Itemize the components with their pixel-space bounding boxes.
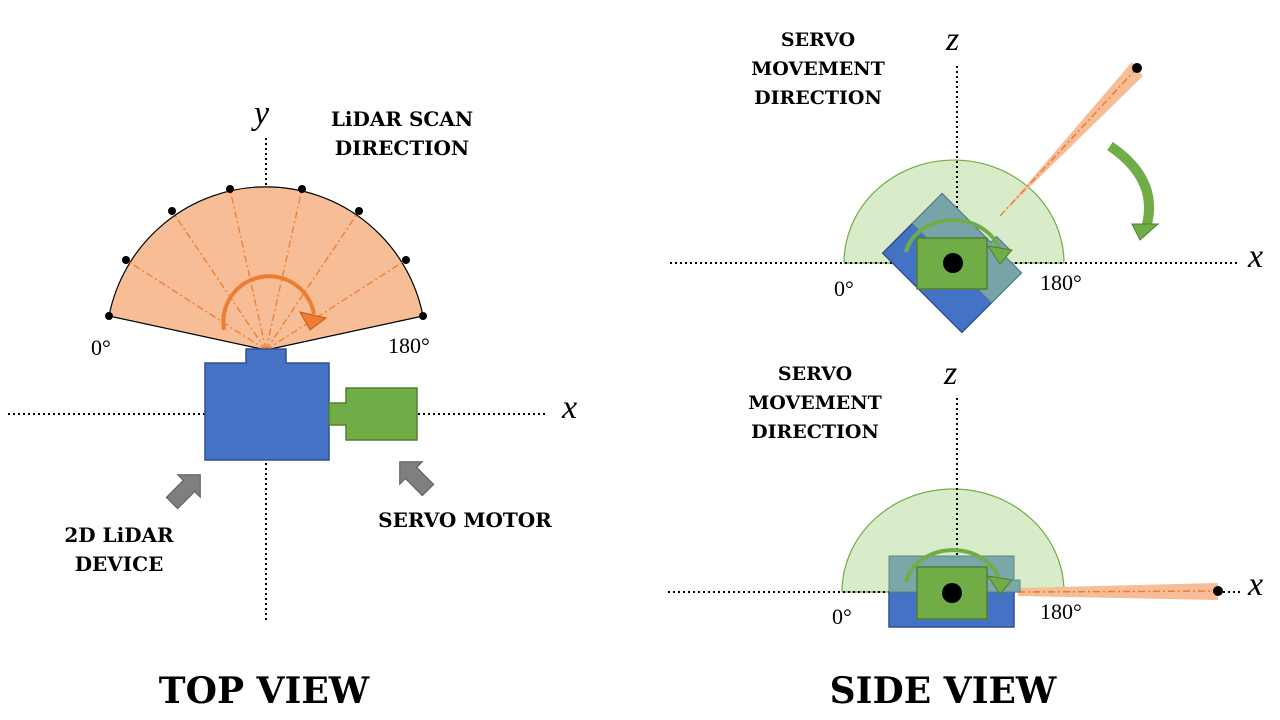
scan-points: [105, 185, 427, 320]
lower-servo-shaft: [942, 583, 962, 603]
lower-scan-ray: [1017, 590, 1219, 593]
top-view-caption: TOP VIEW: [159, 670, 370, 712]
side-view-upper: z x SERVO MOVEMENT DIRECTION 0° 180°: [670, 21, 1263, 334]
side-view-lower: z x SERVO MOVEMENT DIRECTION 0° 180°: [668, 355, 1263, 629]
top-angle-start: 0°: [91, 335, 111, 360]
upper-servo-shaft: [943, 253, 963, 273]
upper-movement-arrowhead: [1131, 223, 1160, 241]
lidar-device-label-line1: 2D LiDAR: [64, 523, 174, 547]
upper-target-point: [1132, 63, 1142, 73]
lower-angle-end: 180°: [1040, 599, 1082, 624]
lower-movement-label-line2: MOVEMENT: [748, 392, 882, 414]
servo-pointer-arrow: [399, 461, 435, 497]
top-y-axis-label: y: [251, 95, 270, 132]
upper-servo-rotation-arrowhead: [986, 245, 1013, 265]
lower-z-axis-label: z: [943, 355, 957, 392]
upper-z-axis-label: z: [945, 21, 959, 58]
scan-rays: [125, 188, 407, 351]
upper-movement-label-line1: SERVO: [781, 29, 855, 51]
scan-direction-label-line2: DIRECTION: [335, 136, 469, 160]
lidar-pointer-arrow: [165, 474, 201, 510]
top-view: y x LiDAR SCAN DIRECTION 0° 180° 2D LiDA…: [8, 95, 577, 712]
upper-scan-ray: [999, 67, 1138, 217]
lower-x-axis-label: x: [1247, 566, 1263, 603]
servo-motor-label: SERVO MOTOR: [378, 508, 552, 532]
top-x-axis-label: x: [561, 389, 577, 426]
upper-servo-rotation-arrow: [904, 218, 1002, 253]
side-view-caption: SIDE VIEW: [830, 670, 1057, 712]
lower-servo-rotation-arrowhead: [986, 575, 1013, 595]
scan-rotation-arrowhead: [299, 311, 328, 331]
lower-angle-start: 0°: [832, 604, 852, 629]
lower-target-point: [1213, 586, 1223, 596]
scan-direction-label-line1: LiDAR SCAN: [331, 107, 473, 131]
upper-x-axis-label: x: [1247, 238, 1263, 275]
scan-rotation-arrow: [221, 274, 316, 331]
servo-motor: [328, 387, 418, 441]
lower-movement-label-line1: SERVO: [778, 363, 852, 385]
upper-movement-label-line2: MOVEMENT: [751, 58, 885, 80]
lower-servo-rotation-arrow: [904, 548, 1002, 583]
upper-movement-label-line3: DIRECTION: [754, 87, 882, 109]
scan-sector: [108, 186, 424, 351]
upper-angle-end: 180°: [1040, 270, 1082, 295]
upper-angle-start: 0°: [834, 276, 854, 301]
lidar-device: [204, 348, 330, 461]
lower-movement-label-line3: DIRECTION: [751, 421, 879, 443]
upper-movement-arrow: [1107, 141, 1154, 230]
lidar-device-label-line2: DEVICE: [75, 552, 164, 576]
top-angle-end: 180°: [388, 333, 430, 358]
